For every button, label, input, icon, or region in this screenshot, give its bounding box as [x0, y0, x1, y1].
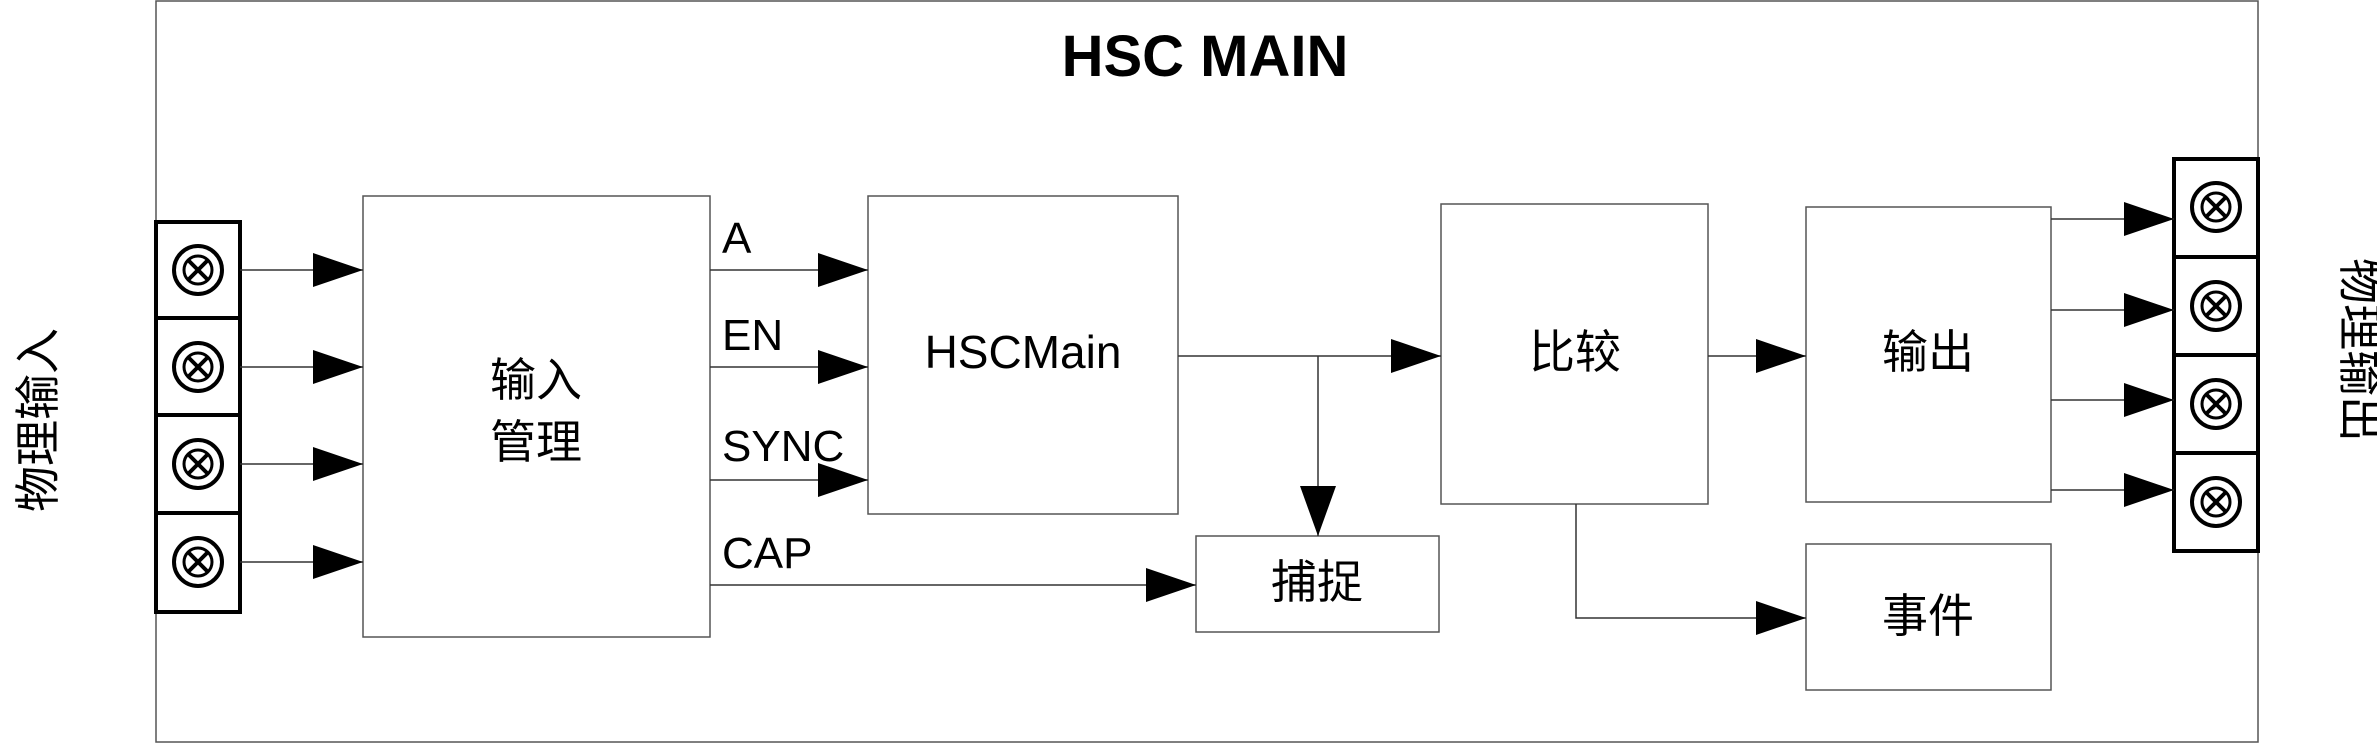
signal-cap-label: CAP [722, 529, 812, 578]
screw-terminal-icon [172, 438, 224, 490]
compare-label: 比较 [1529, 325, 1621, 379]
event-label: 事件 [1882, 589, 1974, 643]
signal-sync-label: SYNC [722, 422, 844, 471]
screw-terminal-icon [172, 341, 224, 393]
capture-label: 捕捉 [1271, 555, 1363, 609]
hscmain-label: HSCMain [925, 326, 1122, 378]
physical-output-label: 物理输出 [2333, 258, 2377, 442]
signal-en-label: EN [722, 311, 783, 360]
screw-terminal-icon [2190, 476, 2242, 528]
output-block [1805, 206, 2052, 503]
screw-terminal-icon [2190, 181, 2242, 233]
hscmain-wires [1178, 339, 1441, 536]
capture-block [1195, 535, 1440, 633]
input-management-label-line1: 输入 [490, 353, 582, 407]
screw-terminal-icon [2190, 280, 2242, 332]
hscmain-block [867, 195, 1179, 515]
output-label: 输出 [1882, 325, 1974, 379]
diagram-title: HSC MAIN [1062, 24, 1349, 89]
event-block [1805, 543, 2052, 691]
output-terminal-block [2172, 157, 2260, 553]
input-management-label-line2: 管理 [490, 415, 582, 469]
screw-terminal-icon [172, 244, 224, 296]
signal-a-label: A [722, 214, 752, 263]
signal-wires [710, 253, 1196, 602]
screw-terminal-icon [172, 536, 224, 588]
output-wires [2051, 202, 2174, 507]
compare-wires [1575, 339, 1806, 635]
input-management-block [362, 195, 711, 638]
physical-input-label: 物理输入 [11, 328, 65, 512]
input-wires [240, 253, 363, 579]
screw-terminal-icon [2190, 378, 2242, 430]
input-terminal-block [154, 220, 242, 614]
compare-block [1440, 203, 1709, 505]
